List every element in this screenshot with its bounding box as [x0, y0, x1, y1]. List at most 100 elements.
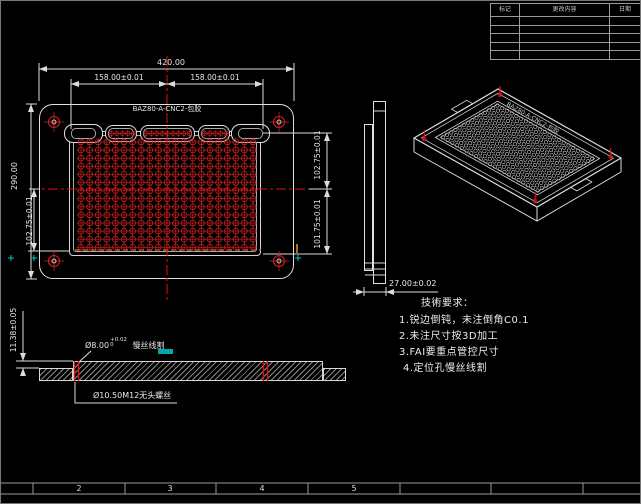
- iso-hole: [506, 162, 511, 167]
- iso-hole: [537, 165, 542, 170]
- iso-hole: [518, 149, 523, 154]
- iso-hole: [489, 133, 494, 138]
- iso-hole: [510, 121, 515, 126]
- iso-hole: [482, 154, 487, 159]
- iso-hole: [552, 178, 557, 183]
- dim-overall-height: 290.00: [10, 162, 19, 190]
- iso-hole: [530, 180, 535, 185]
- iso-hole: [510, 116, 515, 121]
- iso-hole: [551, 168, 556, 173]
- iso-hole: [484, 131, 489, 136]
- iso-hole: [510, 165, 515, 170]
- iso-hole: [527, 150, 532, 155]
- iso-hole: [585, 154, 590, 159]
- iso-hole: [529, 170, 534, 175]
- iso-hole: [553, 150, 558, 155]
- iso-hole: [476, 136, 481, 141]
- iso-hole: [556, 138, 561, 143]
- iso-hole: [487, 113, 492, 118]
- iso-hole: [474, 115, 479, 120]
- front-view-pocket-inner: [73, 135, 257, 252]
- geometry: [532, 198, 538, 204]
- revision-table-cell: [491, 25, 520, 35]
- iso-hole: [511, 170, 516, 175]
- iso-hole: [526, 145, 531, 150]
- iso-hole: [516, 172, 521, 177]
- iso-hole: [575, 148, 580, 153]
- iso-hole: [497, 167, 502, 172]
- iso-hole: [548, 142, 553, 147]
- revision-table-cell: [610, 51, 640, 60]
- iso-hole: [511, 131, 516, 136]
- iso-hole: [507, 134, 512, 139]
- iso-hole: [522, 147, 527, 152]
- iso-hole: [541, 158, 546, 163]
- iso-hole: [474, 120, 479, 125]
- iso-hole: [497, 118, 502, 123]
- iso-hole: [550, 163, 555, 168]
- iso-hole: [500, 111, 505, 116]
- iso-hole: [493, 126, 498, 131]
- iso-hole: [548, 137, 553, 142]
- iso-tab: [450, 99, 474, 113]
- iso-hole: [488, 161, 493, 166]
- revision-table-cell: [491, 51, 520, 60]
- iso-hole: [496, 113, 501, 118]
- iso-hole: [513, 147, 518, 152]
- iso-hole: [475, 126, 480, 131]
- iso-hole: [543, 183, 548, 188]
- hole-callout-suffix: 慢丝线割: [132, 341, 165, 350]
- iso-hole: [504, 147, 509, 152]
- iso-hole: [530, 142, 535, 147]
- iso-hole: [464, 148, 469, 153]
- iso-hole: [573, 166, 578, 171]
- iso-hole: [524, 124, 529, 129]
- iso-hole: [459, 146, 464, 151]
- revision-table-cell: [610, 43, 640, 52]
- iso-hole: [516, 134, 521, 139]
- iso-hole: [590, 156, 595, 161]
- revision-table-cell: [520, 51, 610, 60]
- iso-hole: [528, 165, 533, 170]
- iso-hole: [491, 111, 496, 116]
- iso-hole: [495, 108, 500, 113]
- iso-hole: [535, 188, 540, 193]
- hole-callout-prefix: Ø8.00: [85, 341, 110, 350]
- iso-hole: [534, 140, 539, 145]
- iso-hole: [539, 180, 544, 185]
- iso-hole: [525, 139, 530, 144]
- iso-hole: [523, 162, 528, 167]
- iso-hole: [521, 137, 526, 142]
- geometry: [608, 154, 613, 160]
- iso-hole: [502, 126, 507, 131]
- iso-hole: [505, 157, 510, 162]
- iso-hole: [509, 154, 514, 159]
- iso-hole: [499, 139, 504, 144]
- dim-step-height-lines: [16, 311, 73, 376]
- iso-hole: [479, 118, 484, 123]
- side-view-body: [373, 101, 386, 284]
- iso-hole: [550, 158, 555, 163]
- iso-hole: [481, 138, 486, 143]
- iso-hole: [520, 175, 525, 180]
- iso-hole: [533, 173, 538, 178]
- iso-hole: [558, 148, 563, 153]
- iso-hole: [543, 135, 548, 140]
- iso-hole: [482, 149, 487, 154]
- iso-hole: [524, 129, 529, 134]
- iso-hole: [534, 135, 539, 140]
- dim-overall-width-lines: [38, 63, 295, 101]
- iso-hole: [515, 167, 520, 172]
- iso-hole: [487, 151, 492, 156]
- iso-hole: [526, 183, 531, 188]
- iso-hole: [580, 151, 585, 156]
- iso-hole: [502, 169, 507, 174]
- iso-hole: [545, 160, 550, 165]
- iso-hole: [581, 156, 586, 161]
- iso-hole: [487, 156, 492, 161]
- iso-hole: [558, 153, 563, 158]
- iso-hole: [520, 127, 525, 132]
- iso-hole: [538, 132, 543, 137]
